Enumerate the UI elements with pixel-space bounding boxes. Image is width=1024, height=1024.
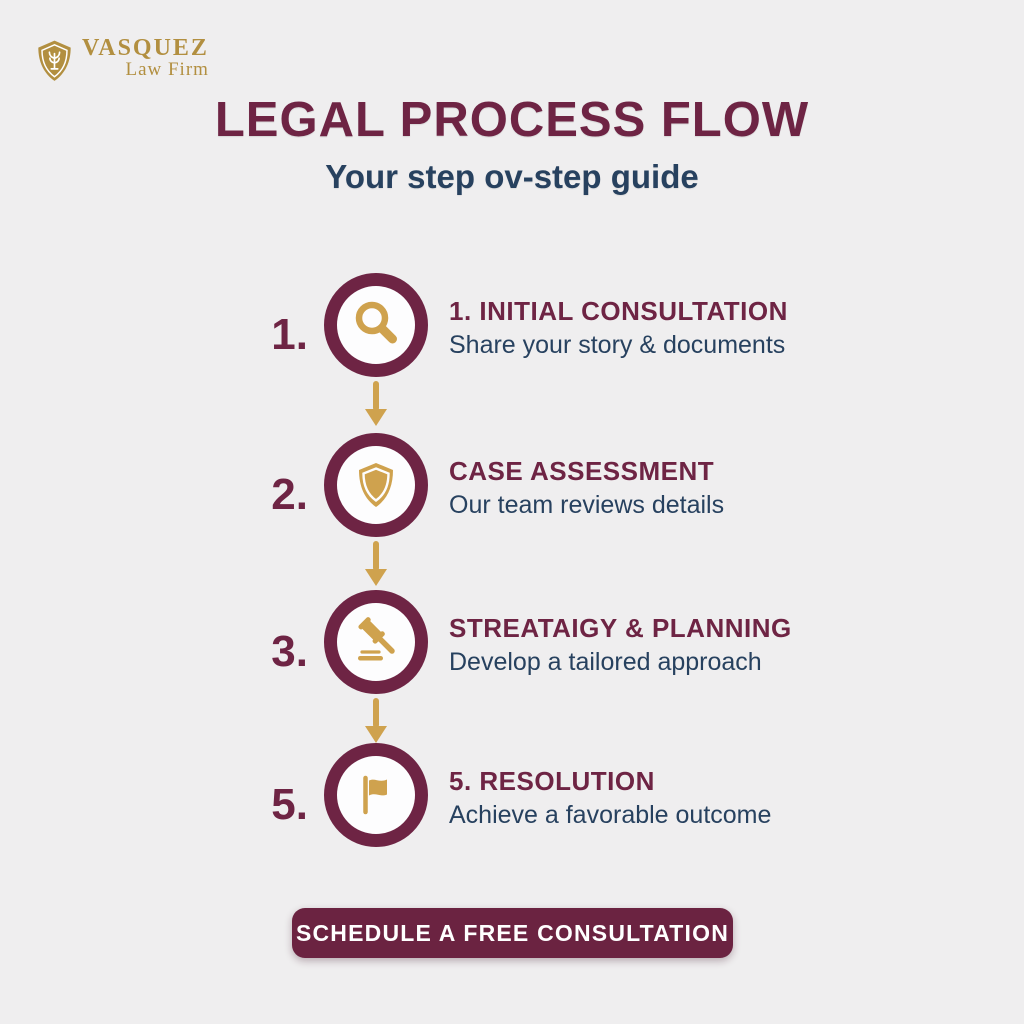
magnifier-icon [355, 301, 397, 344]
step-description: Our team reviews details [449, 491, 725, 519]
step-initial-consultation: 1. 1. INITIAL CONSULTATION Share your st… [0, 273, 1024, 377]
vasquez-law-firm-logo: VASQUEZ Law Firm [36, 36, 209, 84]
step-text: STREATAIGY & PLANNING Develop a tailored… [449, 615, 792, 676]
step-heading: 1. INITIAL CONSULTATION [449, 296, 788, 326]
page-subtitle: Your step ov-step guide [325, 158, 699, 195]
shield-icon [359, 463, 393, 507]
step-heading: 5. RESOLUTION [449, 766, 655, 796]
step-text: CASE ASSESSMENT Our team reviews details [449, 458, 724, 519]
arrow-down-icon [365, 541, 387, 586]
step-description: Develop a tailored approach [449, 648, 762, 676]
step-number: 5. [271, 780, 308, 829]
step-circle [324, 590, 428, 694]
logo-text: VASQUEZ Law Firm [82, 36, 209, 80]
step-number: 3. [271, 627, 308, 676]
step-resolution: 5. 5. RESOLUTION Achieve a favorable out… [0, 743, 1024, 847]
schedule-consultation-button[interactable]: SCHEDULE A FREE CONSULTATION [292, 908, 733, 958]
step-heading: CASE ASSESSMENT [449, 456, 715, 486]
step-circle [324, 743, 428, 847]
shield-logo-icon [38, 40, 71, 81]
brand-tagline: Law Firm [125, 59, 209, 80]
step-text: 1. INITIAL CONSULTATION Share your story… [449, 298, 788, 359]
step-circle [324, 273, 428, 377]
page-title: LEGAL PROCESS FLOW [214, 93, 810, 147]
step-text: 5. RESOLUTION Achieve a favorable outcom… [449, 768, 771, 829]
brand-name: VASQUEZ [82, 35, 209, 61]
gavel-icon [358, 617, 395, 661]
step-circle [324, 433, 428, 537]
step-number: 1. [271, 310, 308, 359]
flag-icon [363, 775, 387, 815]
arrow-down-icon [365, 698, 387, 743]
step-heading: STREATAIGY & PLANNING [449, 613, 792, 643]
step-case-assessment: 2. CASE ASSESSMENT Our team reviews deta… [0, 433, 1024, 537]
arrow-down-icon [365, 381, 387, 426]
step-description: Share your story & documents [449, 331, 786, 359]
step-description: Achieve a favorable outcome [449, 801, 772, 829]
step-number: 2. [271, 470, 308, 519]
step-strategy-planning: 3. STREATAIGY & PLANNING Develop a tailo… [0, 590, 1024, 694]
